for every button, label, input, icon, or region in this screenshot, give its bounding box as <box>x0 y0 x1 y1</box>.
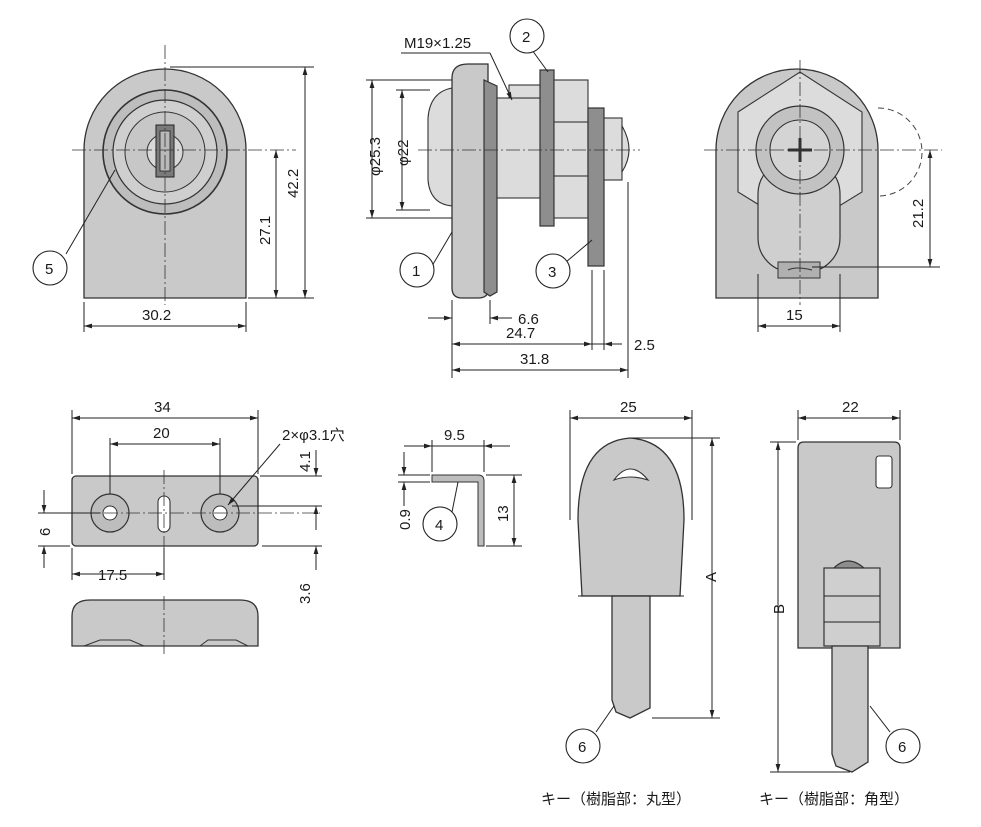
dim-thread: M19×1.25 <box>404 35 471 52</box>
dim-plate-d2: 6 <box>37 528 54 536</box>
dim-key1-width: 25 <box>620 399 637 416</box>
dim-plate-pitch: 20 <box>153 425 170 442</box>
dim-bracket-h: 13 <box>495 505 512 522</box>
dim-back-w: 15 <box>786 307 803 324</box>
dim-plate-width: 34 <box>154 399 171 416</box>
dim-front-height-total: 42.2 <box>285 169 302 198</box>
dim-plate-d3: 17.5 <box>98 567 127 584</box>
dim-plate-d1: 4.1 <box>297 451 314 472</box>
side-view: φ25.3 φ22 M19×1.25 6.6 24.7 2.5 31.8 1 2… <box>366 18 655 378</box>
callout-6b: 6 <box>898 739 906 756</box>
dim-side-d2: 24.7 <box>506 325 535 342</box>
dim-plate-holes: 2×φ3.1穴 <box>282 427 345 444</box>
callout-1: 1 <box>412 263 420 280</box>
dim-side-d3: 2.5 <box>634 337 655 354</box>
back-view: 21.2 15 <box>704 60 942 332</box>
callout-6a: 6 <box>578 739 586 756</box>
dim-key2-width: 22 <box>842 399 859 416</box>
dim-plate-d4: 3.6 <box>297 583 314 604</box>
dim-front-height-center: 27.1 <box>257 216 274 245</box>
callout-5: 5 <box>45 261 53 278</box>
callout-3: 3 <box>548 264 556 281</box>
dim-front-width: 30.2 <box>142 307 171 324</box>
bracket-view: 9.5 0.9 13 4 <box>397 427 522 547</box>
dim-side-d1: 6.6 <box>518 311 539 328</box>
dim-side-d4: 31.8 <box>520 351 549 368</box>
dim-key2-length: B <box>771 604 788 614</box>
dim-back-h: 21.2 <box>910 199 927 228</box>
callout-2: 2 <box>522 29 530 46</box>
plate-view: 34 20 2×φ3.1穴 4.1 3.6 6 17.5 <box>37 399 345 654</box>
caption-key-round: キー（樹脂部：丸型） <box>541 790 691 808</box>
dim-dia-inner: φ22 <box>395 140 412 166</box>
key-round-view: 25 A 6 キー（樹脂部：丸型） <box>541 399 720 808</box>
callout-4: 4 <box>435 517 443 534</box>
dim-bracket-t: 0.9 <box>397 509 414 530</box>
front-view: 30.2 42.2 27.1 5 <box>32 45 314 332</box>
dim-dia-outer: φ25.3 <box>367 137 384 176</box>
dim-bracket-w: 9.5 <box>444 427 465 444</box>
dim-key1-length: A <box>703 572 720 582</box>
key-square-view: 22 B 6 キー（樹脂部：角型） <box>759 399 921 808</box>
caption-key-square: キー（樹脂部：角型） <box>759 790 909 808</box>
